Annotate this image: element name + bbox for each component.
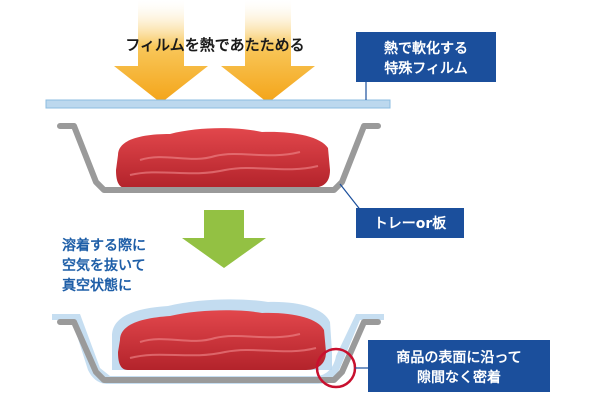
tray-callout-line xyxy=(339,183,363,213)
vacuum-note-line-2: 空気を抜いて xyxy=(62,257,146,274)
seal-callout-line-1: 商品の表面に沿って xyxy=(396,349,521,366)
tray-top xyxy=(57,123,381,193)
heat-arrows xyxy=(114,0,315,103)
vacuum-note-line-1: 溶着する際に xyxy=(62,237,146,254)
top-tray-with-meat xyxy=(57,123,381,193)
film-callout-line-2: 特殊フィルム xyxy=(384,60,467,77)
heat-caption: フィルムを熱であたためる xyxy=(125,36,304,54)
vacuum-note-line-3: 真空状態に xyxy=(62,277,132,294)
film-callout-line-1: 熱で軟化する xyxy=(384,40,468,57)
meat-bottom-marbling xyxy=(129,333,317,359)
tray-callout-text: トレーor板 xyxy=(374,215,448,232)
bottom-tray-sealed xyxy=(52,299,384,384)
heat-arrow-right-icon xyxy=(221,0,315,103)
film-callout-box xyxy=(356,32,496,82)
heat-arrow-left-icon xyxy=(114,0,208,103)
tray-bottom xyxy=(57,319,381,383)
special-film-sheet xyxy=(45,99,391,109)
process-arrow-icon xyxy=(182,210,266,268)
seal-callout-line-2: 隙間なく密着 xyxy=(417,369,501,386)
tray-callout-box xyxy=(356,208,464,238)
seal-callout-box xyxy=(368,340,550,392)
meat-top-marbling xyxy=(129,151,319,176)
